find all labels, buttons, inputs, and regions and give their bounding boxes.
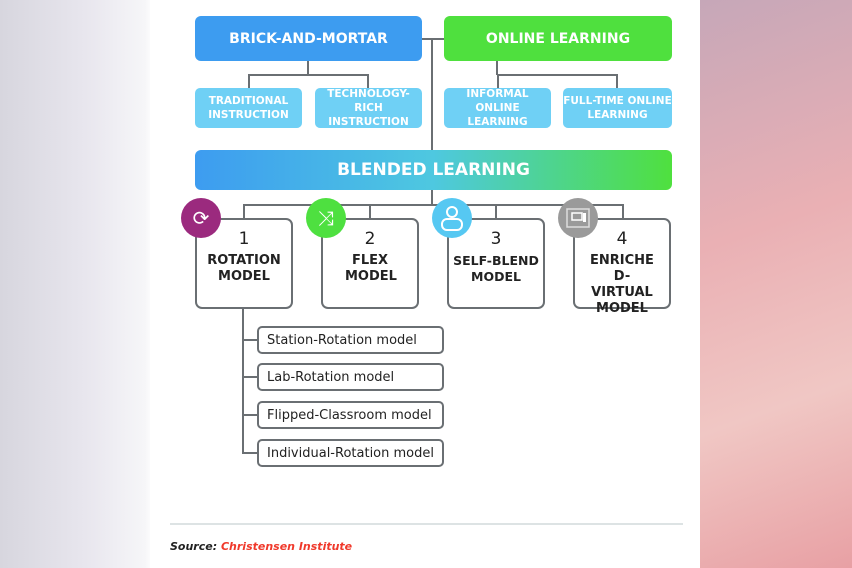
model-title: ROTATION MODEL xyxy=(207,253,281,284)
source-line: Source: Christensen Institute xyxy=(170,540,352,553)
rotation-type-item: Station-Rotation model xyxy=(257,326,444,354)
shuffle-icon: ⤨ xyxy=(306,198,346,238)
blended-learning-bar: BLENDED LEARNING xyxy=(195,150,672,190)
traditional-instruction-box: TRADITIONAL INSTRUCTION xyxy=(195,88,302,128)
online-learning-box: ONLINE LEARNING xyxy=(444,16,672,61)
rotation-type-item: Individual-Rotation model xyxy=(257,439,444,467)
model-number: 4 xyxy=(616,229,628,249)
model-title: FLEX MODEL xyxy=(345,253,397,284)
background-right xyxy=(700,0,852,568)
person-icon xyxy=(432,198,472,238)
divider xyxy=(170,523,683,525)
source-label: Source: xyxy=(170,540,218,553)
source-link[interactable]: Christensen Institute xyxy=(220,540,353,553)
rotate-icon: ⟳ xyxy=(181,198,221,238)
model-number: 2 xyxy=(364,229,376,249)
full-time-online-box: FULL-TIME ONLINE LEARNING xyxy=(563,88,672,128)
model-number: 1 xyxy=(238,229,250,249)
computer-icon xyxy=(558,198,598,238)
technology-rich-box: TECHNOLOGY-RICH INSTRUCTION xyxy=(315,88,422,128)
brick-and-mortar-box: BRICK-AND-MORTAR xyxy=(195,16,422,61)
informal-online-box: INFORMAL ONLINE LEARNING xyxy=(444,88,551,128)
model-number: 3 xyxy=(490,229,502,249)
rotation-type-item: Flipped-Classroom model xyxy=(257,401,444,429)
rotation-type-item: Lab-Rotation model xyxy=(257,363,444,391)
model-title: SELF-BLEND MODEL xyxy=(453,253,539,284)
model-title: ENRICHED-VIRTUAL MODEL xyxy=(590,253,654,316)
